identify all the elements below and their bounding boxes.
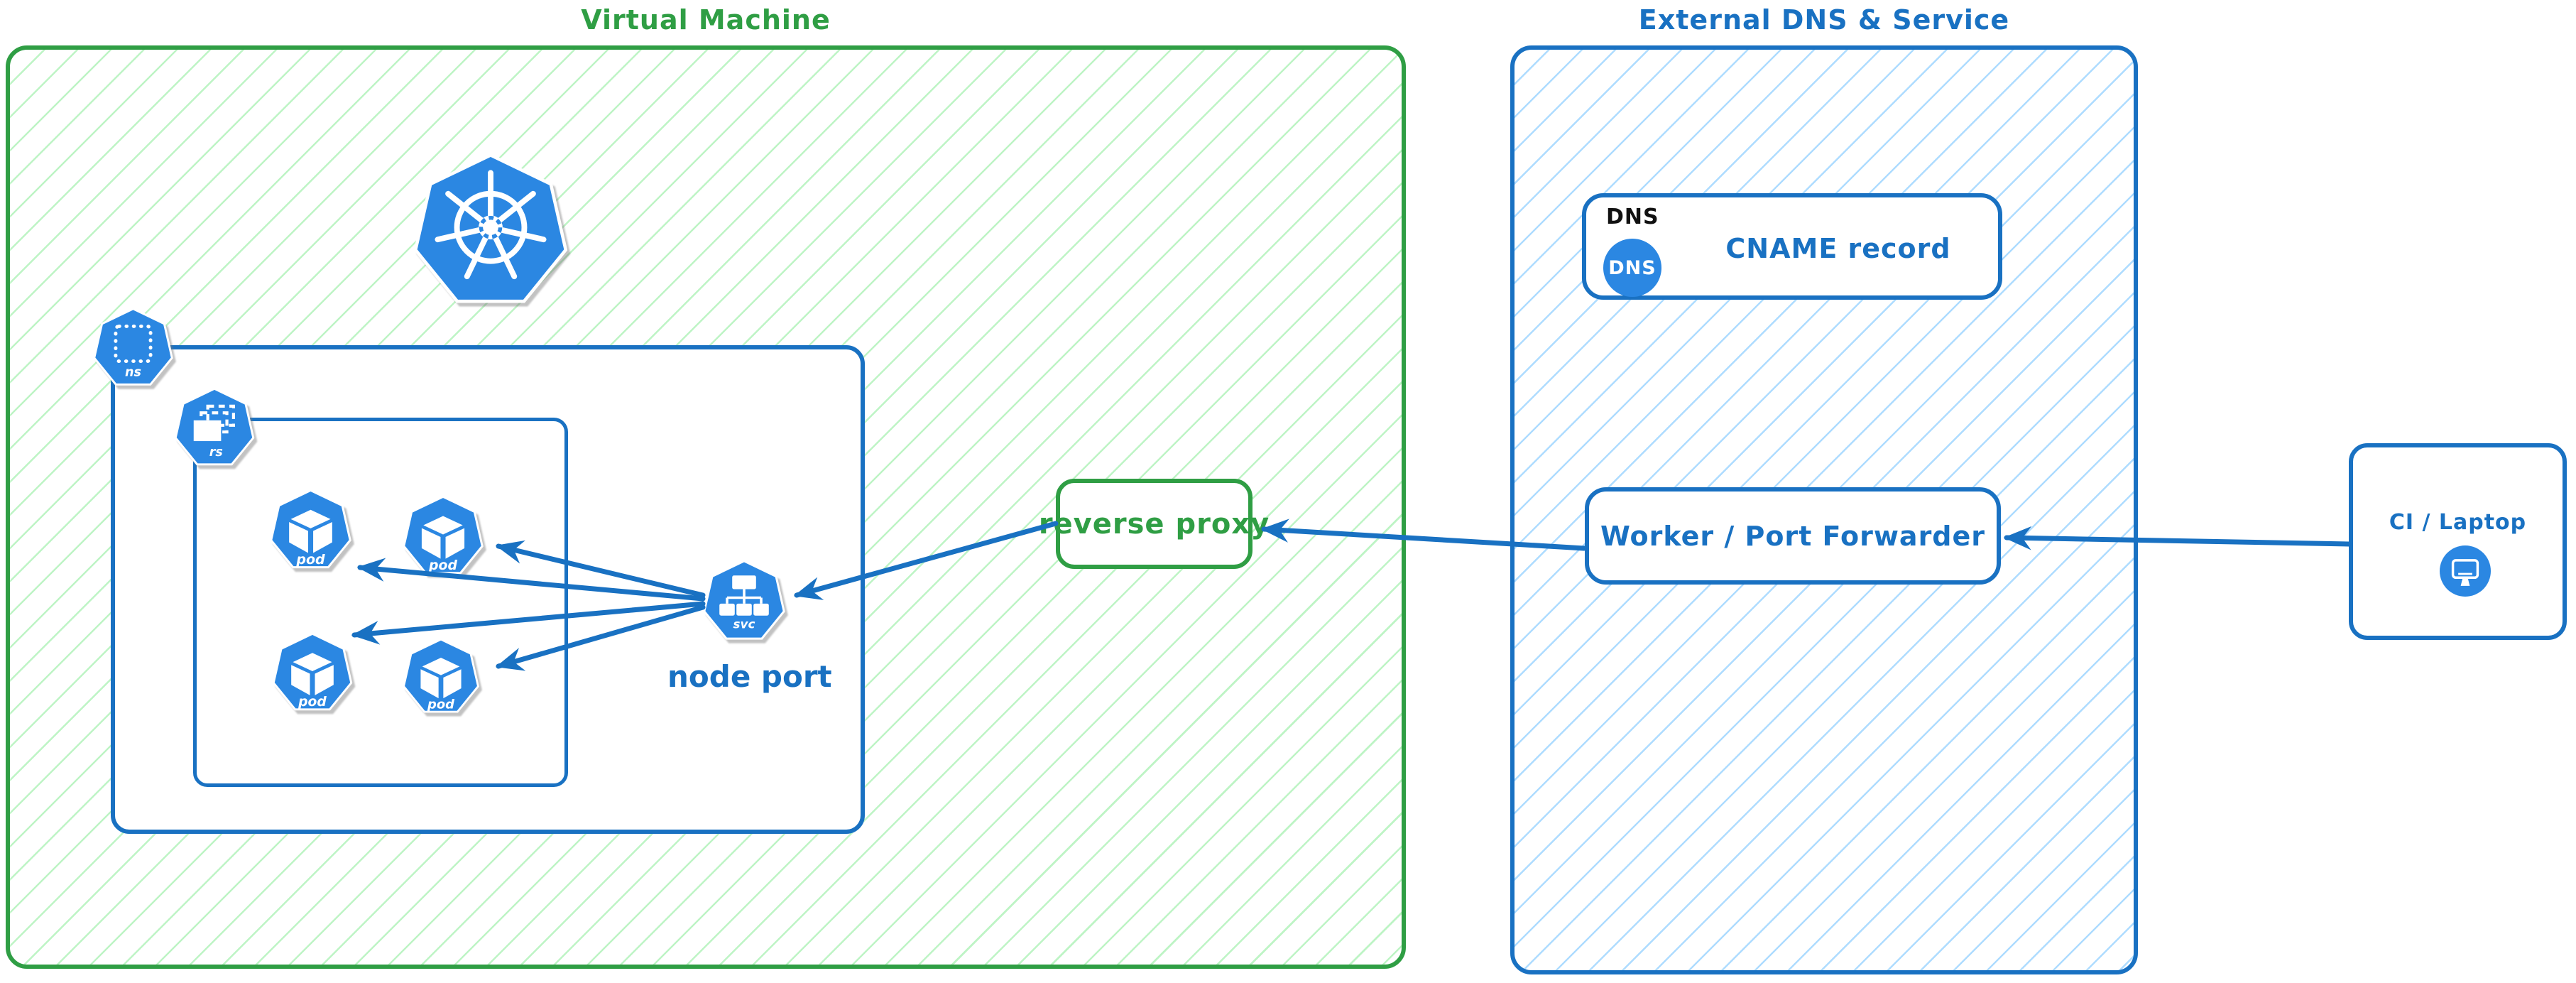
external-dns-service-title: External DNS & Service	[1638, 4, 2010, 36]
namespace-icon: ns	[93, 308, 173, 386]
service-icon-label: svc	[733, 617, 755, 631]
ci-laptop-box: CI / Laptop	[2349, 443, 2567, 640]
monitor-icon	[2440, 545, 2491, 597]
reverse-proxy-label: reverse proxy	[1038, 507, 1270, 541]
cname-record-box: DNS DNS CNAME record	[1582, 193, 2002, 300]
worker-port-forwarder-box: Worker / Port Forwarder	[1585, 487, 2001, 585]
namespace-icon-label: ns	[125, 366, 141, 380]
cname-record-label: CNAME record	[1725, 233, 1951, 264]
pod-1-icon: pod	[270, 489, 351, 569]
pod-3-icon: pod	[272, 632, 353, 711]
dns-tag: DNS	[1606, 205, 1659, 229]
service-icon: svc	[703, 560, 785, 640]
replicaset-box	[193, 418, 568, 787]
monitor-icon-glyph	[2451, 559, 2479, 586]
worker-port-forwarder-label: Worker / Port Forwarder	[1600, 520, 1986, 552]
replicaset-icon: rs	[174, 387, 255, 466]
pod-4-label: pod	[427, 697, 454, 712]
virtual-machine-title: Virtual Machine	[581, 4, 831, 36]
dns-icon-label: DNS	[1608, 256, 1657, 279]
pod-4-icon: pod	[403, 638, 479, 713]
pod-2-label: pod	[428, 558, 457, 573]
kubernetes-logo-icon	[413, 153, 568, 303]
replicaset-icon-label: rs	[209, 445, 223, 460]
dns-icon: DNS	[1603, 239, 1661, 297]
pod-1-label: pod	[295, 552, 325, 567]
pod-2-icon: pod	[403, 495, 484, 575]
pod-3-label: pod	[298, 695, 327, 710]
reverse-proxy-box: reverse proxy	[1039, 479, 1269, 569]
ci-laptop-label: CI / Laptop	[2389, 510, 2527, 535]
node-port-caption: node port	[667, 659, 832, 694]
